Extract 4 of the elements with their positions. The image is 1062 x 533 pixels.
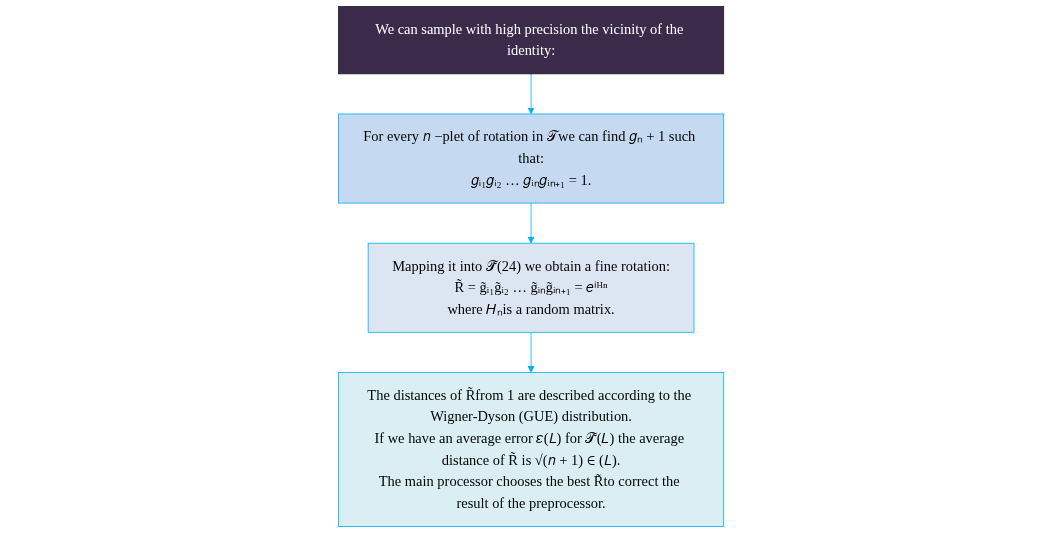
node-box: We can sample with high precision the vicinity of the identity: <box>337 6 725 75</box>
node-box: The distances of R̃from 1 are described according to the Wigner-Dyson (GUE) distribution. If we have an average error 𝜀(𝐿) for 𝒯̃(𝐿) the average distance of R̃ is √(𝑛 + 1) ∈ (𝐿). The main processor chooses the best R̃to correct the result of the preprocessor. <box>337 372 725 527</box>
node-box: Mapping it into 𝒯̃(24) we obtain a fine rotation: R̃ = g̃ᵢ₁g̃ᵢ₂ … g̃ᵢₙg̃ᵢₙ₊₁ = 𝑒ⁱᴴⁿ where 𝐻ₙis a random matrix. <box>367 242 695 333</box>
node-box: For every 𝑛 −plet of rotation in 𝒯we can find 𝑔ₙ + 1 such that: 𝑔ᵢ₁𝑔ᵢ₂ … 𝑔ᵢₙ𝑔ᵢₙ₊₁ = 1. <box>337 113 725 204</box>
